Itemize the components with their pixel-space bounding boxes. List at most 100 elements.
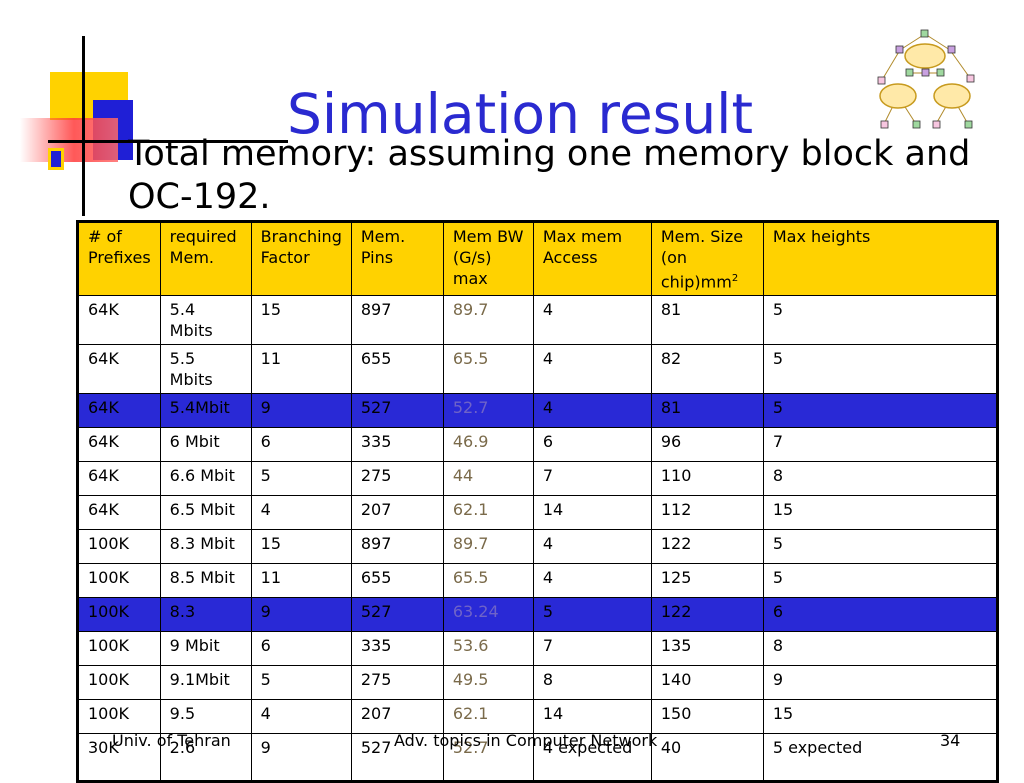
- cell-max-heights: 5: [762, 295, 999, 346]
- cell-prefixes: 100K: [77, 631, 161, 667]
- cell-max-mem-access: 4: [532, 563, 652, 599]
- cell-max-heights: 5: [762, 529, 999, 565]
- cell-mem-bw: 62.1: [442, 699, 534, 735]
- cell-max-heights: 5: [762, 563, 999, 599]
- cell-prefixes: 64K: [77, 295, 161, 346]
- cell-max-mem-access: 4: [532, 393, 652, 429]
- deco-vertical-line: [82, 36, 85, 216]
- cell-required-mem: 9.1Mbit: [159, 665, 252, 701]
- cell-required-mem: 6.5 Mbit: [159, 495, 252, 531]
- cell-mem-size: 140: [650, 665, 764, 701]
- cell-mem-bw: 53.6: [442, 631, 534, 667]
- cell-prefixes: 64K: [77, 427, 161, 463]
- cell-mem-pins: 527: [350, 597, 444, 633]
- slide-subtitle: Total memory: assuming one memory block …: [128, 134, 971, 217]
- cell-max-mem-access: 8: [532, 665, 652, 701]
- cell-required-mem: 9.5: [159, 699, 252, 735]
- cell-max-mem-access: 6: [532, 427, 652, 463]
- cell-max-mem-access: 7: [532, 631, 652, 667]
- cell-required-mem: 6 Mbit: [159, 427, 252, 463]
- cell-max-heights: 15: [762, 699, 999, 735]
- cell-mem-pins: 207: [350, 699, 444, 735]
- cell-mem-size: 150: [650, 699, 764, 735]
- cell-mem-size: 81: [650, 295, 764, 346]
- cell-branching-factor: 4: [250, 495, 352, 531]
- cell-branching-factor: 5: [250, 665, 352, 701]
- cell-prefixes: 64K: [77, 393, 161, 429]
- header-mem-pins: Mem. Pins: [350, 220, 444, 297]
- cell-required-mem: 5.4 Mbits: [159, 295, 252, 346]
- cell-required-mem: 8.5 Mbit: [159, 563, 252, 599]
- header-max-mem-access: Max mem Access: [532, 220, 652, 297]
- cell-prefixes: 100K: [77, 665, 161, 701]
- cell-max-heights: 5: [762, 393, 999, 429]
- cell-max-heights: 5: [762, 344, 999, 395]
- cell-prefixes: 100K: [77, 563, 161, 599]
- cell-max-heights: 15: [762, 495, 999, 531]
- cell-mem-size: 125: [650, 563, 764, 599]
- cell-mem-bw: 65.5: [442, 563, 534, 599]
- header-mem-size: Mem. Size (on chip)mm2: [650, 220, 764, 297]
- footer-university: Univ. of Tehran: [112, 731, 231, 750]
- cell-mem-pins: 655: [350, 344, 444, 395]
- cell-required-mem: 8.3 Mbit: [159, 529, 252, 565]
- deco-small-blue-square: [48, 148, 64, 170]
- deco-horizontal-line: [48, 140, 288, 143]
- cell-mem-pins: 335: [350, 427, 444, 463]
- cell-prefixes: 64K: [77, 495, 161, 531]
- cell-branching-factor: 6: [250, 631, 352, 667]
- cell-mem-pins: 897: [350, 529, 444, 565]
- cell-branching-factor: 5: [250, 461, 352, 497]
- cell-required-mem: 5.4Mbit: [159, 393, 252, 429]
- cell-max-mem-access: 5: [532, 597, 652, 633]
- header-mem-size-sup: 2: [731, 273, 739, 284]
- cell-mem-size: 135: [650, 631, 764, 667]
- cell-required-mem: 5.5 Mbits: [159, 344, 252, 395]
- cell-branching-factor: 11: [250, 344, 352, 395]
- cell-mem-bw: 46.9: [442, 427, 534, 463]
- cell-branching-factor: 11: [250, 563, 352, 599]
- cell-mem-size: 122: [650, 597, 764, 633]
- cell-mem-pins: 897: [350, 295, 444, 346]
- cell-mem-bw: 89.7: [442, 529, 534, 565]
- cell-mem-size: 122: [650, 529, 764, 565]
- cell-mem-pins: 275: [350, 461, 444, 497]
- table-header-row: # of Prefixes required Mem. Branching Fa…: [77, 220, 999, 297]
- cell-prefixes: 100K: [77, 597, 161, 633]
- cell-mem-size: 110: [650, 461, 764, 497]
- cell-branching-factor: 15: [250, 529, 352, 565]
- cell-mem-pins: 335: [350, 631, 444, 667]
- cell-mem-size: 96: [650, 427, 764, 463]
- cell-mem-size: 81: [650, 393, 764, 429]
- cell-mem-bw: 65.5: [442, 344, 534, 395]
- cell-mem-size: 40: [650, 733, 764, 783]
- cell-max-mem-access: 14: [532, 495, 652, 531]
- footer-course: Adv. topics in Computer Network: [394, 731, 658, 750]
- cell-prefixes: 100K: [77, 699, 161, 735]
- cell-mem-bw: 63.24: [442, 597, 534, 633]
- cell-max-heights: 8: [762, 461, 999, 497]
- cell-max-mem-access: 4: [532, 529, 652, 565]
- cell-max-heights: 7: [762, 427, 999, 463]
- cell-prefixes: 64K: [77, 344, 161, 395]
- cell-branching-factor: 6: [250, 427, 352, 463]
- cell-mem-pins: 527: [350, 393, 444, 429]
- cell-mem-bw: 52.7: [442, 393, 534, 429]
- cell-mem-pins: 655: [350, 563, 444, 599]
- header-max-heights: Max heights: [762, 220, 999, 297]
- header-prefixes: # of Prefixes: [77, 220, 161, 297]
- network-clouds-icon: [877, 29, 975, 129]
- cell-branching-factor: 9: [250, 393, 352, 429]
- cell-max-heights: 5 expected: [762, 733, 999, 783]
- cell-prefixes: 64K: [77, 461, 161, 497]
- cell-max-heights: 9: [762, 665, 999, 701]
- cell-max-mem-access: 7: [532, 461, 652, 497]
